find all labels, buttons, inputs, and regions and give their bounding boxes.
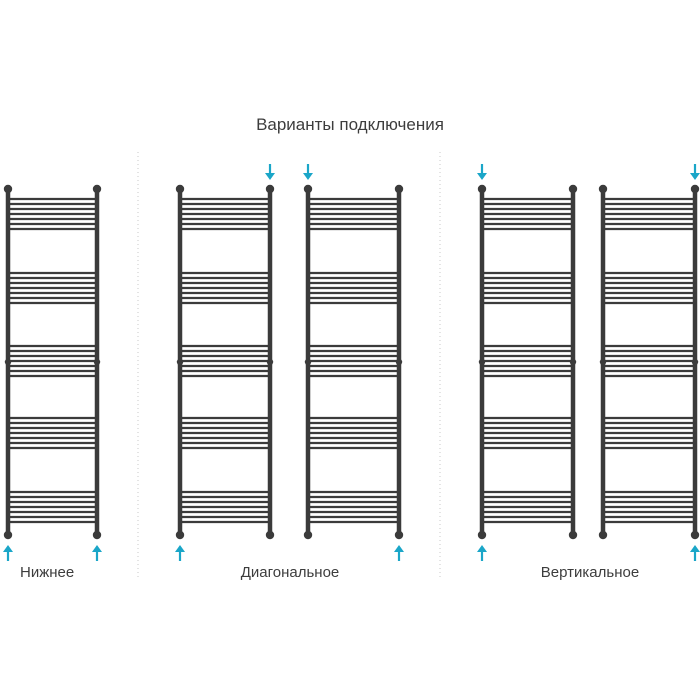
feed-arrow-down-icon: [477, 164, 487, 180]
connection-point: [175, 530, 185, 540]
feed-arrow-down-icon: [690, 164, 700, 180]
mount-point: [266, 358, 274, 366]
mount-point: [176, 358, 184, 366]
connection-point: [598, 184, 608, 194]
mount-point: [599, 358, 607, 366]
connection-point: [690, 184, 700, 194]
connection-point: [92, 530, 102, 540]
connection-point: [303, 530, 313, 540]
connection-point: [303, 184, 313, 194]
feed-arrow-up-icon: [394, 545, 404, 561]
feed-arrow-up-icon: [175, 545, 185, 561]
feed-arrow-up-icon: [92, 545, 102, 561]
feed-arrow-down-icon: [265, 164, 275, 180]
connection-point: [477, 184, 487, 194]
connection-point: [265, 530, 275, 540]
mount-point: [569, 358, 577, 366]
feed-arrow-down-icon: [303, 164, 313, 180]
mount-point: [691, 358, 699, 366]
mount-point: [93, 358, 101, 366]
connection-point: [477, 530, 487, 540]
label-bottom-connection: Нижнее: [20, 564, 75, 581]
connection-point: [3, 530, 13, 540]
connection-point: [394, 530, 404, 540]
mount-point: [304, 358, 312, 366]
connection-point: [568, 530, 578, 540]
connection-point: [265, 184, 275, 194]
mount-point: [4, 358, 12, 366]
radiator: [175, 184, 275, 540]
connection-point: [598, 530, 608, 540]
label-diagonal-connection: Диагональное: [240, 564, 340, 581]
connection-point: [175, 184, 185, 194]
connection-point: [3, 184, 13, 194]
page-title: Варианты подключения: [256, 115, 444, 134]
radiator: [303, 184, 404, 540]
radiator: [477, 184, 578, 540]
connection-point: [394, 184, 404, 194]
feed-arrow-up-icon: [3, 545, 13, 561]
mount-point: [395, 358, 403, 366]
connection-point: [690, 530, 700, 540]
connection-point: [92, 184, 102, 194]
connection-point: [568, 184, 578, 194]
label-vertical-connection: Вертикальное: [540, 564, 640, 581]
radiator: [3, 184, 102, 540]
feed-arrow-up-icon: [477, 545, 487, 561]
radiator: [598, 184, 700, 540]
mount-point: [478, 358, 486, 366]
feed-arrow-up-icon: [690, 545, 700, 561]
